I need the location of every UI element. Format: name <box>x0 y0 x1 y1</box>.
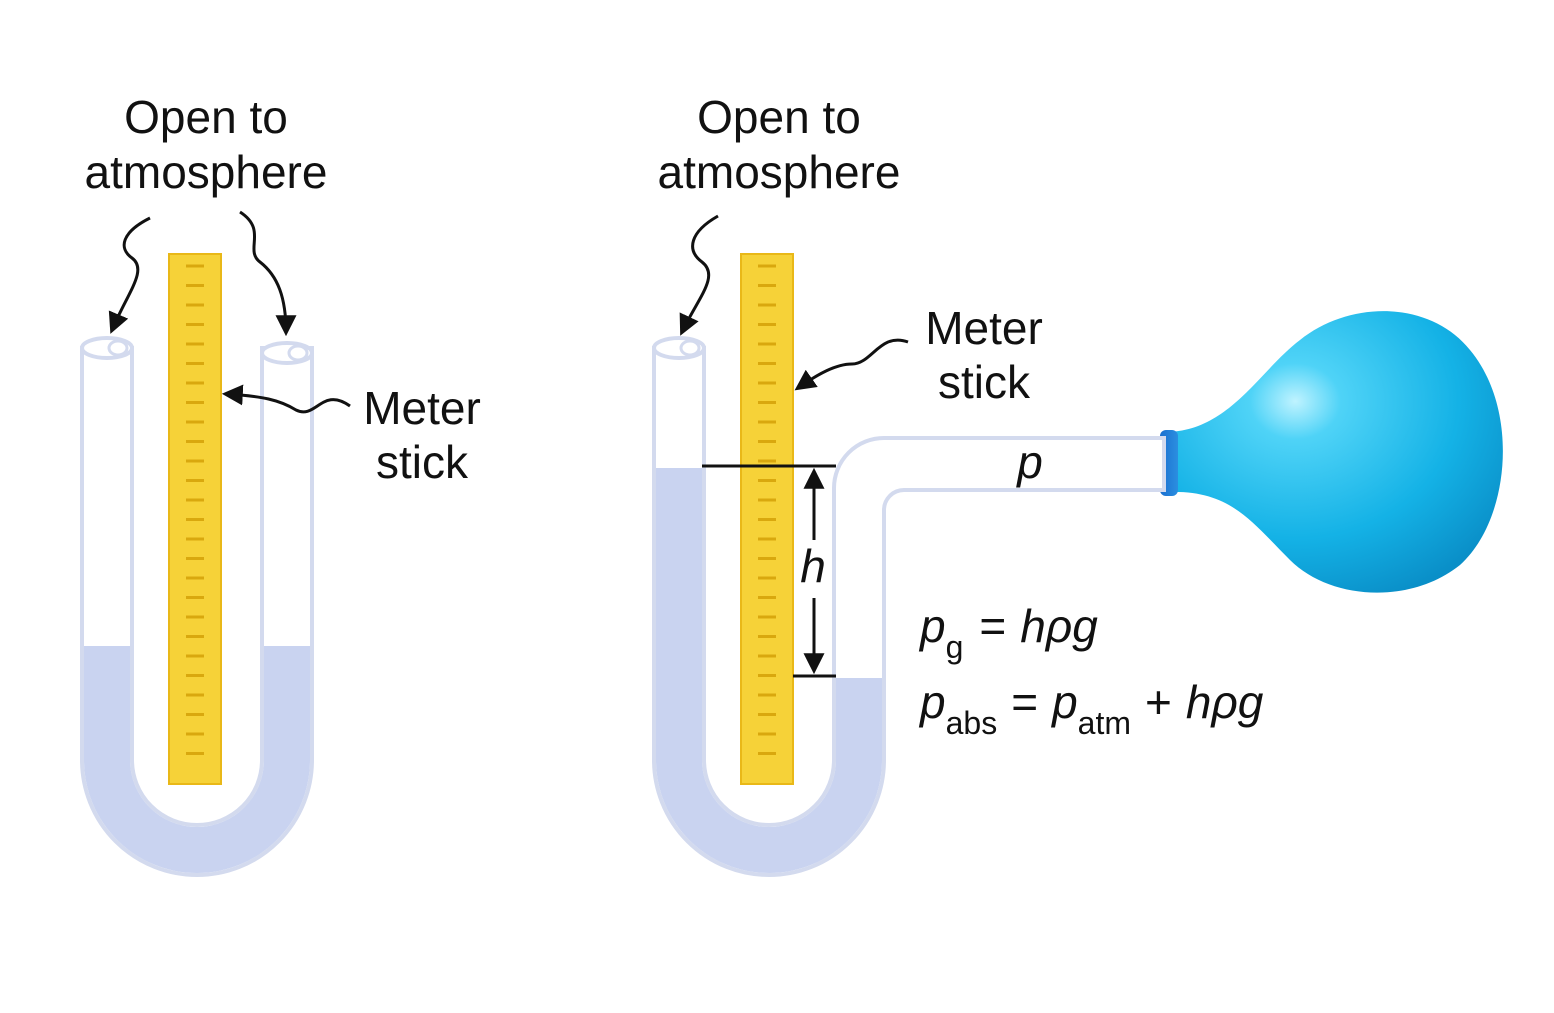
left-open-arrow-2 <box>239 210 297 337</box>
left-meter-label-line2: stick <box>376 436 469 488</box>
abs-lhs: p <box>918 676 946 728</box>
right-meter-label-line2: stick <box>938 356 1031 408</box>
right-open-arrow <box>679 214 719 336</box>
abs-term1-sub: atm <box>1078 705 1131 741</box>
left-meter-arrow <box>221 384 351 414</box>
gauge-equals: = <box>979 600 1006 652</box>
svg-text:pg=hρg: pg = hρg <box>918 600 1098 665</box>
gauge-lhs: p <box>918 600 946 652</box>
left-open-arrow-1 <box>108 216 151 334</box>
abs-plus: + <box>1145 676 1172 728</box>
height-label: h <box>800 540 826 592</box>
right-open-label-line1: Open to <box>697 91 861 143</box>
left-open-label-line2: atmosphere <box>85 146 328 198</box>
right-meter-ticks <box>758 264 776 755</box>
right-tube <box>652 346 1166 877</box>
absolute-pressure-equation: pabs=patm+hρg <box>918 676 1264 741</box>
gauge-rhs: hρg <box>1020 600 1098 652</box>
left-manometer: Open to atmosphere Meter stick <box>80 91 481 877</box>
left-open-label-line1: Open to <box>124 91 288 143</box>
abs-lhs-sub: abs <box>946 705 998 741</box>
abs-equals: = <box>1011 676 1038 728</box>
right-meter-arrow <box>794 338 909 391</box>
svg-text:pabs=patm+hρg: pabs=patm+hρg <box>918 676 1264 741</box>
right-open-label-line2: atmosphere <box>658 146 901 198</box>
pressure-label: p <box>1015 436 1043 488</box>
right-manometer: h p Open to atmosphere Meter stick <box>652 91 1503 877</box>
right-liquid <box>656 468 882 873</box>
gauge-lhs-sub: g <box>946 629 964 665</box>
abs-term2: hρg <box>1186 676 1264 728</box>
left-liquid <box>84 646 310 873</box>
pressure-bulb <box>1168 311 1503 593</box>
left-meter-label-line1: Meter <box>363 382 481 434</box>
abs-term1: p <box>1050 676 1078 728</box>
gauge-pressure-equation: pg = hρg <box>918 600 1098 665</box>
right-meter-label-line1: Meter <box>925 302 1043 354</box>
left-meter-ticks <box>186 264 204 755</box>
